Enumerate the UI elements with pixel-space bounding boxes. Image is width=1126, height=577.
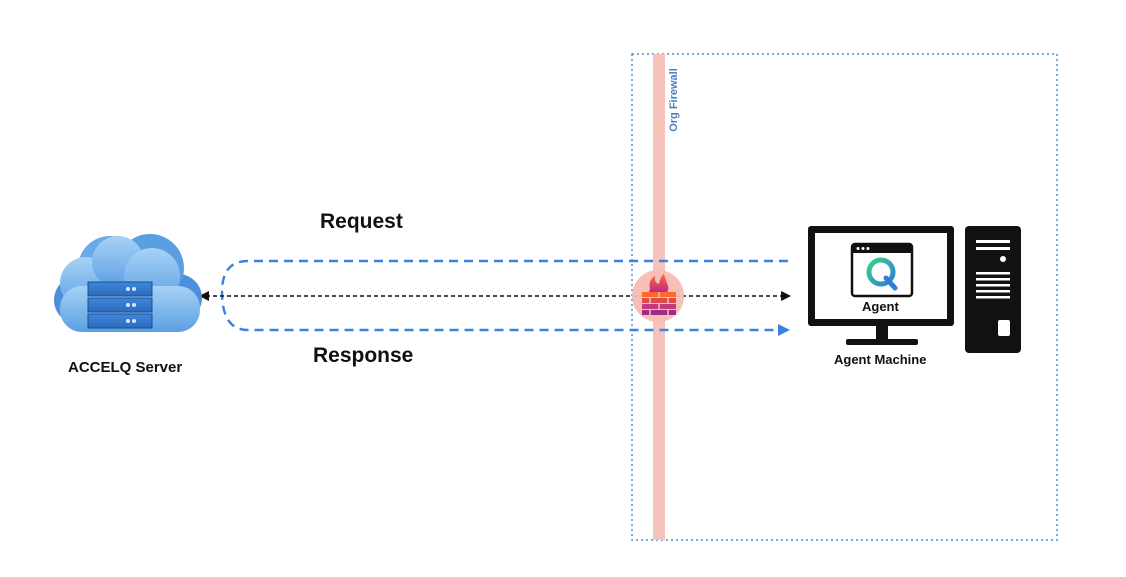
firewall-icon xyxy=(632,270,684,322)
q-logo-icon xyxy=(850,242,914,298)
agent-label: Agent xyxy=(862,299,899,314)
request-path xyxy=(220,259,788,332)
server-label: ACCELQ Server xyxy=(68,359,183,376)
response-arrowhead xyxy=(778,324,790,336)
left-arrowhead xyxy=(199,291,209,301)
agent-machine-label: Agent Machine xyxy=(834,352,927,367)
firewall-label: Org Firewall xyxy=(668,68,680,132)
computer-tower-icon xyxy=(965,226,1021,353)
response-label: Response xyxy=(313,344,414,367)
request-label: Request xyxy=(320,210,403,233)
right-arrowhead xyxy=(781,291,791,301)
cloud-server-icon xyxy=(54,234,202,332)
